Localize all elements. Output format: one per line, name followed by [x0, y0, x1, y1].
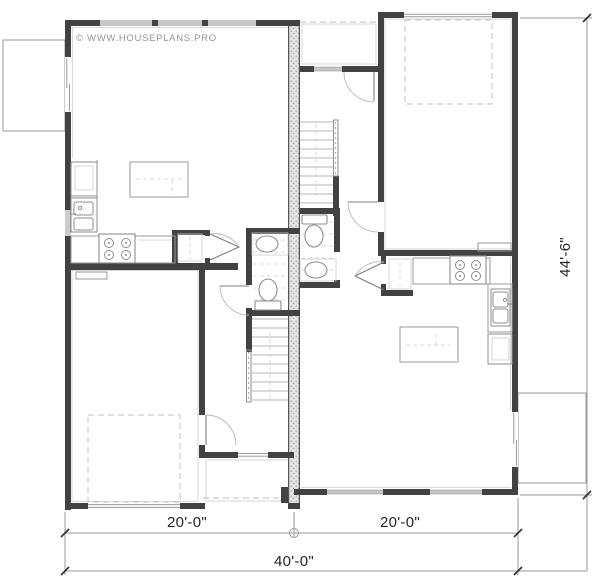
kitchen-sink-icon: [490, 288, 512, 327]
window-icon: [314, 66, 342, 72]
powder-door-opening-right: [334, 252, 340, 280]
stairs-right: [300, 119, 339, 204]
dimension-right-unit-width: 20'-0": [380, 514, 420, 531]
driveway-dashed-right: [404, 19, 493, 105]
lavatory-sink-icon: [299, 258, 337, 282]
dimension-node-marker: [289, 528, 299, 538]
powder-room-right: [299, 214, 337, 282]
window-icon: [65, 210, 71, 236]
dimension-total-width: 40'-0": [274, 553, 314, 570]
powder-room-left: [251, 232, 289, 311]
bifold-door-icon: [353, 261, 385, 291]
garage-shelf-left: [75, 271, 108, 280]
window-icon: [208, 20, 256, 26]
porch-right: [300, 21, 378, 65]
toilet-icon: [301, 214, 328, 248]
dimension-lines: [60, 13, 592, 576]
watermark: © WWW.HOUSEPLANS.PRO: [76, 33, 217, 44]
kitchen-right: [388, 255, 513, 365]
deck-right: [517, 392, 587, 484]
entry-door-right: [343, 71, 375, 103]
range-burners-icon: [449, 255, 487, 285]
window-icon: [327, 489, 383, 495]
entry-door-left: [238, 452, 268, 458]
kitchen-island: [399, 326, 459, 363]
kitchen-left: [70, 160, 203, 264]
garage-door-icon: [404, 13, 492, 18]
window-icon: [430, 489, 482, 495]
party-wall: [288, 20, 300, 509]
garage-step-right: [477, 242, 512, 252]
lavatory-sink-icon: [251, 232, 289, 256]
kitchen-island: [129, 161, 189, 198]
toilet-icon: [254, 278, 282, 311]
stairs-left: [246, 318, 288, 403]
refrigerator-icon: [487, 333, 513, 365]
window-icon: [158, 20, 202, 26]
refrigerator-icon: [70, 161, 98, 197]
bifold-door-icon: [209, 233, 241, 261]
sliding-door-icon: [512, 412, 518, 467]
door-swing-icon: [219, 285, 250, 316]
deck-left: [2, 39, 66, 132]
range-burners-icon: [98, 233, 136, 264]
kitchen-sink-icon: [70, 197, 98, 233]
window-icon: [100, 20, 152, 26]
dimension-left-unit-width: 20'-0": [167, 514, 207, 531]
dimension-total-depth: 44'-6": [557, 237, 574, 277]
door-swing-icon: [347, 201, 384, 233]
door-swing-icon: [199, 414, 237, 446]
pantry-left: [177, 233, 203, 262]
pantry-right: [388, 258, 412, 290]
windows: [65, 20, 482, 495]
porch-left: [203, 459, 292, 502]
parking-space-dashed-left: [87, 414, 181, 503]
sliding-door-icon: [65, 57, 71, 112]
garage-door-icon: [88, 503, 180, 509]
